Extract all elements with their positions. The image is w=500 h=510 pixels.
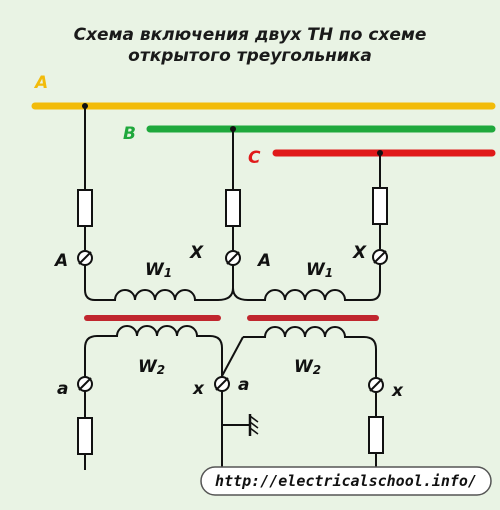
primary-t1-winding-label: W1 [145, 260, 172, 280]
secondary-t2-winding-label: W2 [294, 357, 321, 377]
wire [221, 336, 244, 377]
title-line-2: открытого треугольника [128, 46, 372, 66]
secondary-t1-start-label: a [57, 379, 68, 399]
title-line-1: Схема включения двух ТН по схеме [74, 25, 427, 45]
primary-t2-start-label: A [256, 251, 271, 271]
secondary-winding-2 [243, 326, 377, 378]
terminal-icon [77, 250, 93, 266]
phase-a-label: A [33, 73, 48, 93]
secondary-t1-winding-label: W2 [138, 357, 165, 377]
terminal-icon [77, 376, 93, 392]
terminal-icon [214, 376, 230, 392]
secondary-t2-start-label: a [238, 375, 249, 395]
primary-t1-start-label: A [53, 251, 68, 271]
terminal-icon [372, 249, 388, 265]
phase-b-label: B [123, 124, 136, 144]
terminal-icon [368, 377, 384, 393]
secondary-t1-end-label: x [192, 379, 205, 399]
fuse-icon [225, 189, 241, 227]
primary-winding-2 [232, 264, 381, 301]
url-badge [200, 466, 492, 496]
secondary-winding-1 [84, 325, 223, 377]
terminal-icon [225, 250, 241, 266]
footer-url[interactable]: http://electricalschool.info/ [215, 472, 477, 490]
phase-c-label: C [248, 148, 261, 168]
primary-winding-1 [84, 265, 234, 301]
fuse-icon [368, 416, 384, 454]
ground-icon [222, 414, 259, 436]
primary-t2-winding-label: W1 [306, 260, 333, 280]
fuse-icon [77, 417, 93, 455]
primary-t2-end-label: X [352, 243, 367, 263]
fuse-icon [77, 189, 93, 227]
fuse-icon [372, 187, 388, 225]
secondary-t2-end-label: x [391, 381, 404, 401]
primary-t1-end-label: X [189, 243, 204, 263]
